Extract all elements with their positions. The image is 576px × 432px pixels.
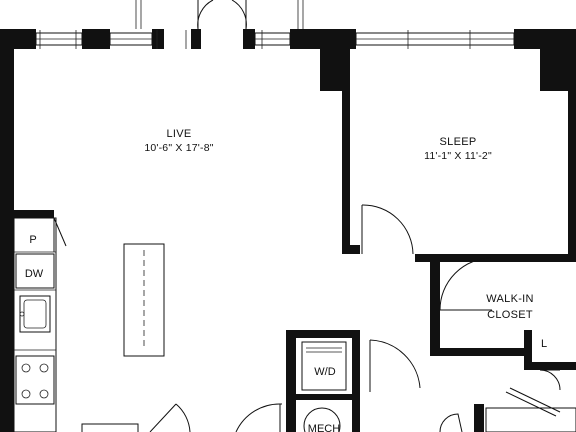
room-name-closet-line1: WALK-IN — [486, 293, 534, 305]
windows — [35, 0, 515, 49]
kitchen-island — [123, 243, 165, 357]
wall-wd-right — [352, 330, 360, 432]
water-heater — [303, 407, 341, 432]
column-sleep-left — [320, 29, 342, 91]
wall-linen-side — [524, 330, 532, 370]
door-entry — [149, 403, 177, 432]
washer-dryer — [301, 341, 347, 391]
wall-top-pier-door — [191, 29, 201, 49]
wall-right-exterior — [568, 49, 576, 254]
vanity — [485, 407, 576, 432]
wall-left — [0, 29, 14, 432]
wall-bath-left — [474, 404, 484, 432]
kitchen — [13, 217, 139, 432]
wall-wd-left — [286, 330, 296, 432]
label-washer-dryer: W/D — [314, 366, 335, 378]
wall-wd-mech-divider — [286, 394, 360, 400]
wall-wd-top — [286, 330, 356, 338]
wall-linen-bottom — [524, 362, 576, 370]
lower-cabinet — [81, 423, 139, 432]
labels: LIVE 10'-6" X 17'-8" SLEEP 11'-1" X 11'-… — [25, 128, 547, 432]
wall-top-pier-door-right — [243, 29, 255, 49]
bath — [439, 407, 576, 432]
wall-sleep-bottom — [415, 254, 576, 262]
label-linen: L — [541, 338, 547, 350]
room-dims-live: 10'-6" X 17'-8" — [144, 142, 213, 154]
label-dishwasher: DW — [25, 268, 44, 280]
room-name-live: LIVE — [166, 128, 191, 140]
kitchen-counter — [13, 217, 57, 432]
wall-closet-left — [430, 254, 440, 356]
laundry — [301, 341, 347, 432]
room-name-closet-line2: CLOSET — [487, 309, 533, 321]
burner-icon — [21, 363, 31, 373]
wall-living-sleep — [342, 49, 350, 254]
wall-top-pier-mid — [152, 29, 164, 49]
walls — [0, 29, 576, 432]
range — [15, 355, 55, 405]
wall-top-pier-left — [82, 29, 110, 49]
wall-kitchen-top — [14, 210, 54, 218]
burner-icon — [39, 363, 49, 373]
label-mechanical: MECH — [308, 423, 340, 432]
burner-icon — [21, 389, 31, 399]
burner-icon — [39, 389, 49, 399]
door-mech — [235, 403, 283, 432]
dishwasher — [15, 253, 55, 289]
doors — [53, 0, 561, 432]
label-pantry: P — [29, 234, 36, 246]
wall-closet-bottom — [430, 348, 530, 356]
room-dims-sleep: 11'-1" X 11'-2" — [424, 150, 492, 162]
wall-living-sleep-lower — [342, 245, 360, 254]
room-name-sleep: SLEEP — [440, 136, 477, 148]
